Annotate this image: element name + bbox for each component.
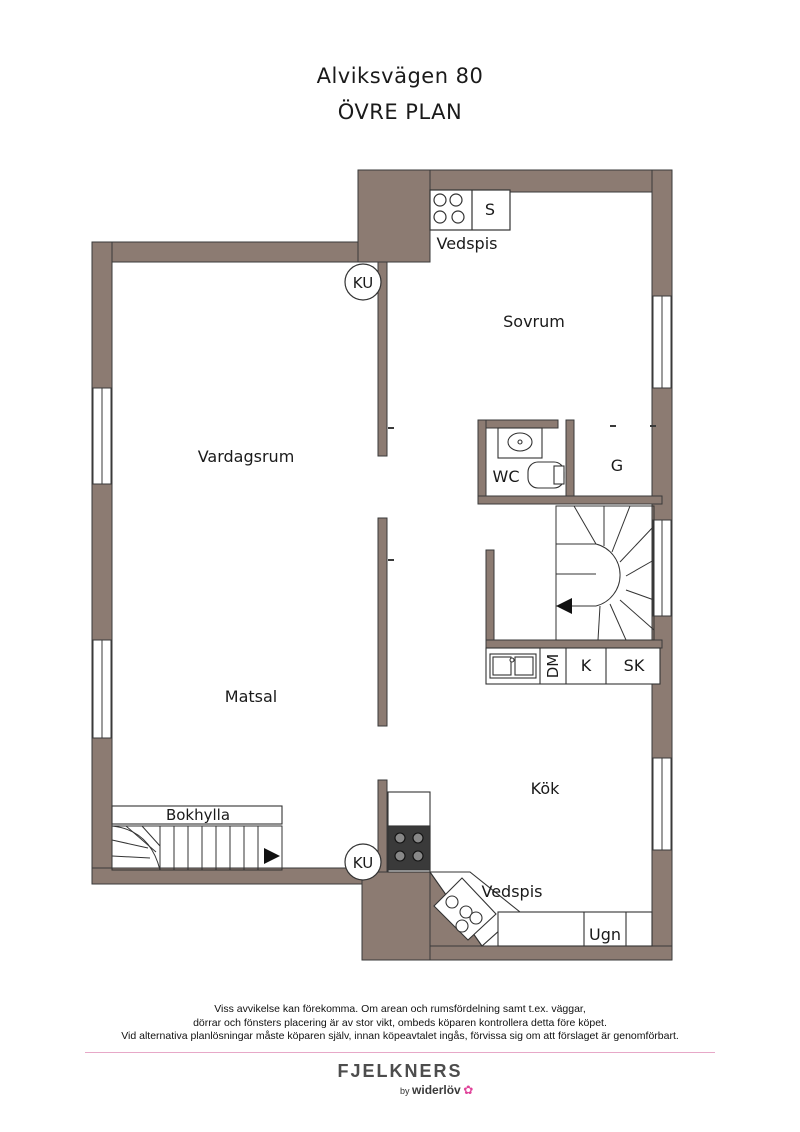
flower-icon: ✿ bbox=[463, 1083, 474, 1097]
k-label: K bbox=[581, 656, 592, 675]
disclaimer-line-3: Vid alternativa planlösningar måste köpa… bbox=[121, 1030, 679, 1042]
plan-address: Alviksvägen 80 bbox=[316, 64, 484, 88]
floor-plan: S Vedspis KU KU WC G bbox=[91, 169, 673, 961]
stair-arrow-up bbox=[556, 598, 572, 614]
ku-bottom-marker bbox=[344, 843, 382, 881]
ku-top-label: KU bbox=[353, 274, 373, 292]
kitchen-counter-row bbox=[485, 647, 661, 685]
g-label: G bbox=[611, 456, 623, 475]
bottom-vedspis-label: Vedspis bbox=[482, 882, 543, 901]
by-text: by bbox=[400, 1086, 410, 1096]
brand-logo: FJELKNERS bbox=[337, 1061, 463, 1081]
bookhylla-label: Bokhylla bbox=[166, 806, 230, 824]
cabinet-s-label: S bbox=[485, 200, 495, 219]
wc-label: WC bbox=[493, 467, 520, 486]
room-vardagsrum-label: Vardagsrum bbox=[198, 447, 295, 466]
lower-staircase bbox=[111, 825, 283, 871]
partner-logo: by widerlöv ✿ bbox=[400, 1083, 473, 1097]
wc-fixtures bbox=[497, 427, 565, 489]
partner-name: widerlöv bbox=[412, 1083, 461, 1097]
dm-label: DM bbox=[544, 654, 562, 679]
windows bbox=[92, 295, 672, 851]
room-matsal-label: Matsal bbox=[225, 687, 277, 706]
door-jambs bbox=[388, 425, 656, 799]
plan-floor-title: ÖVRE PLAN bbox=[337, 100, 463, 124]
room-kok-label: Kök bbox=[531, 779, 560, 798]
bottom-vedspis bbox=[433, 877, 497, 941]
room-sovrum-label: Sovrum bbox=[503, 312, 565, 331]
disclaimer: Viss avvikelse kan förekomma. Om arean o… bbox=[0, 1003, 800, 1044]
sk-label: SK bbox=[624, 656, 645, 675]
top-vedspis bbox=[429, 189, 511, 231]
spiral-staircase bbox=[555, 505, 655, 641]
lower-stair-arrow bbox=[264, 848, 280, 864]
disclaimer-line-2: dörrar och fönsters placering är av stor… bbox=[193, 1016, 607, 1029]
top-vedspis-label: Vedspis bbox=[437, 234, 498, 253]
ku-top-marker bbox=[344, 263, 382, 301]
footer-divider bbox=[85, 1052, 715, 1053]
ugn-label: Ugn bbox=[589, 925, 621, 944]
bookshelf bbox=[111, 805, 283, 825]
disclaimer-line-1: Viss avvikelse kan förekomma. Om arean o… bbox=[214, 1003, 586, 1015]
ku-bottom-label: KU bbox=[353, 854, 373, 872]
interior-walls bbox=[377, 261, 663, 873]
